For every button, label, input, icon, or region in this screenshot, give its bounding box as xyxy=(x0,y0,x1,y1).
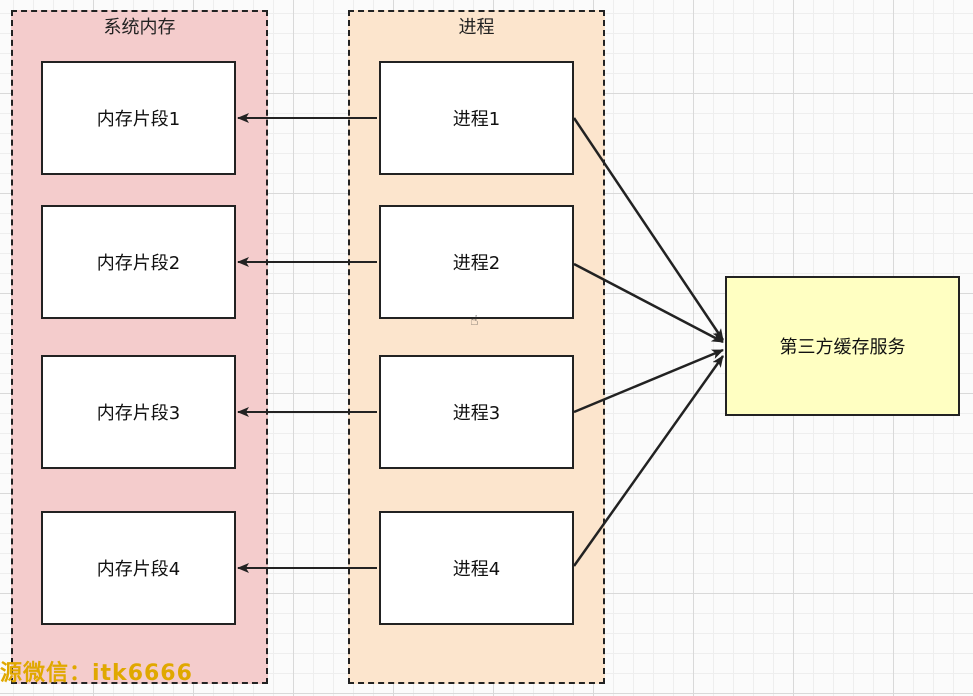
memory-segment-1[interactable]: 内存片段1 xyxy=(41,61,236,175)
system-memory-title: 系统内存 xyxy=(103,17,176,38)
memory-segment-2[interactable]: 内存片段2 xyxy=(41,205,236,319)
mouse-cursor-icon: ☝ xyxy=(470,313,479,329)
third-party-cache-service[interactable]: 第三方缓存服务 xyxy=(725,276,960,416)
process-1[interactable]: 进程1 xyxy=(379,61,574,175)
watermark: 源微信：itk6666 xyxy=(0,661,193,686)
memory-segment-3[interactable]: 内存片段3 xyxy=(41,355,236,469)
memory-segment-4[interactable]: 内存片段4 xyxy=(41,511,236,625)
process-3[interactable]: 进程3 xyxy=(379,355,574,469)
process-4[interactable]: 进程4 xyxy=(379,511,574,625)
process-group-title: 进程 xyxy=(458,17,495,38)
process-2[interactable]: 进程2 xyxy=(379,205,574,319)
